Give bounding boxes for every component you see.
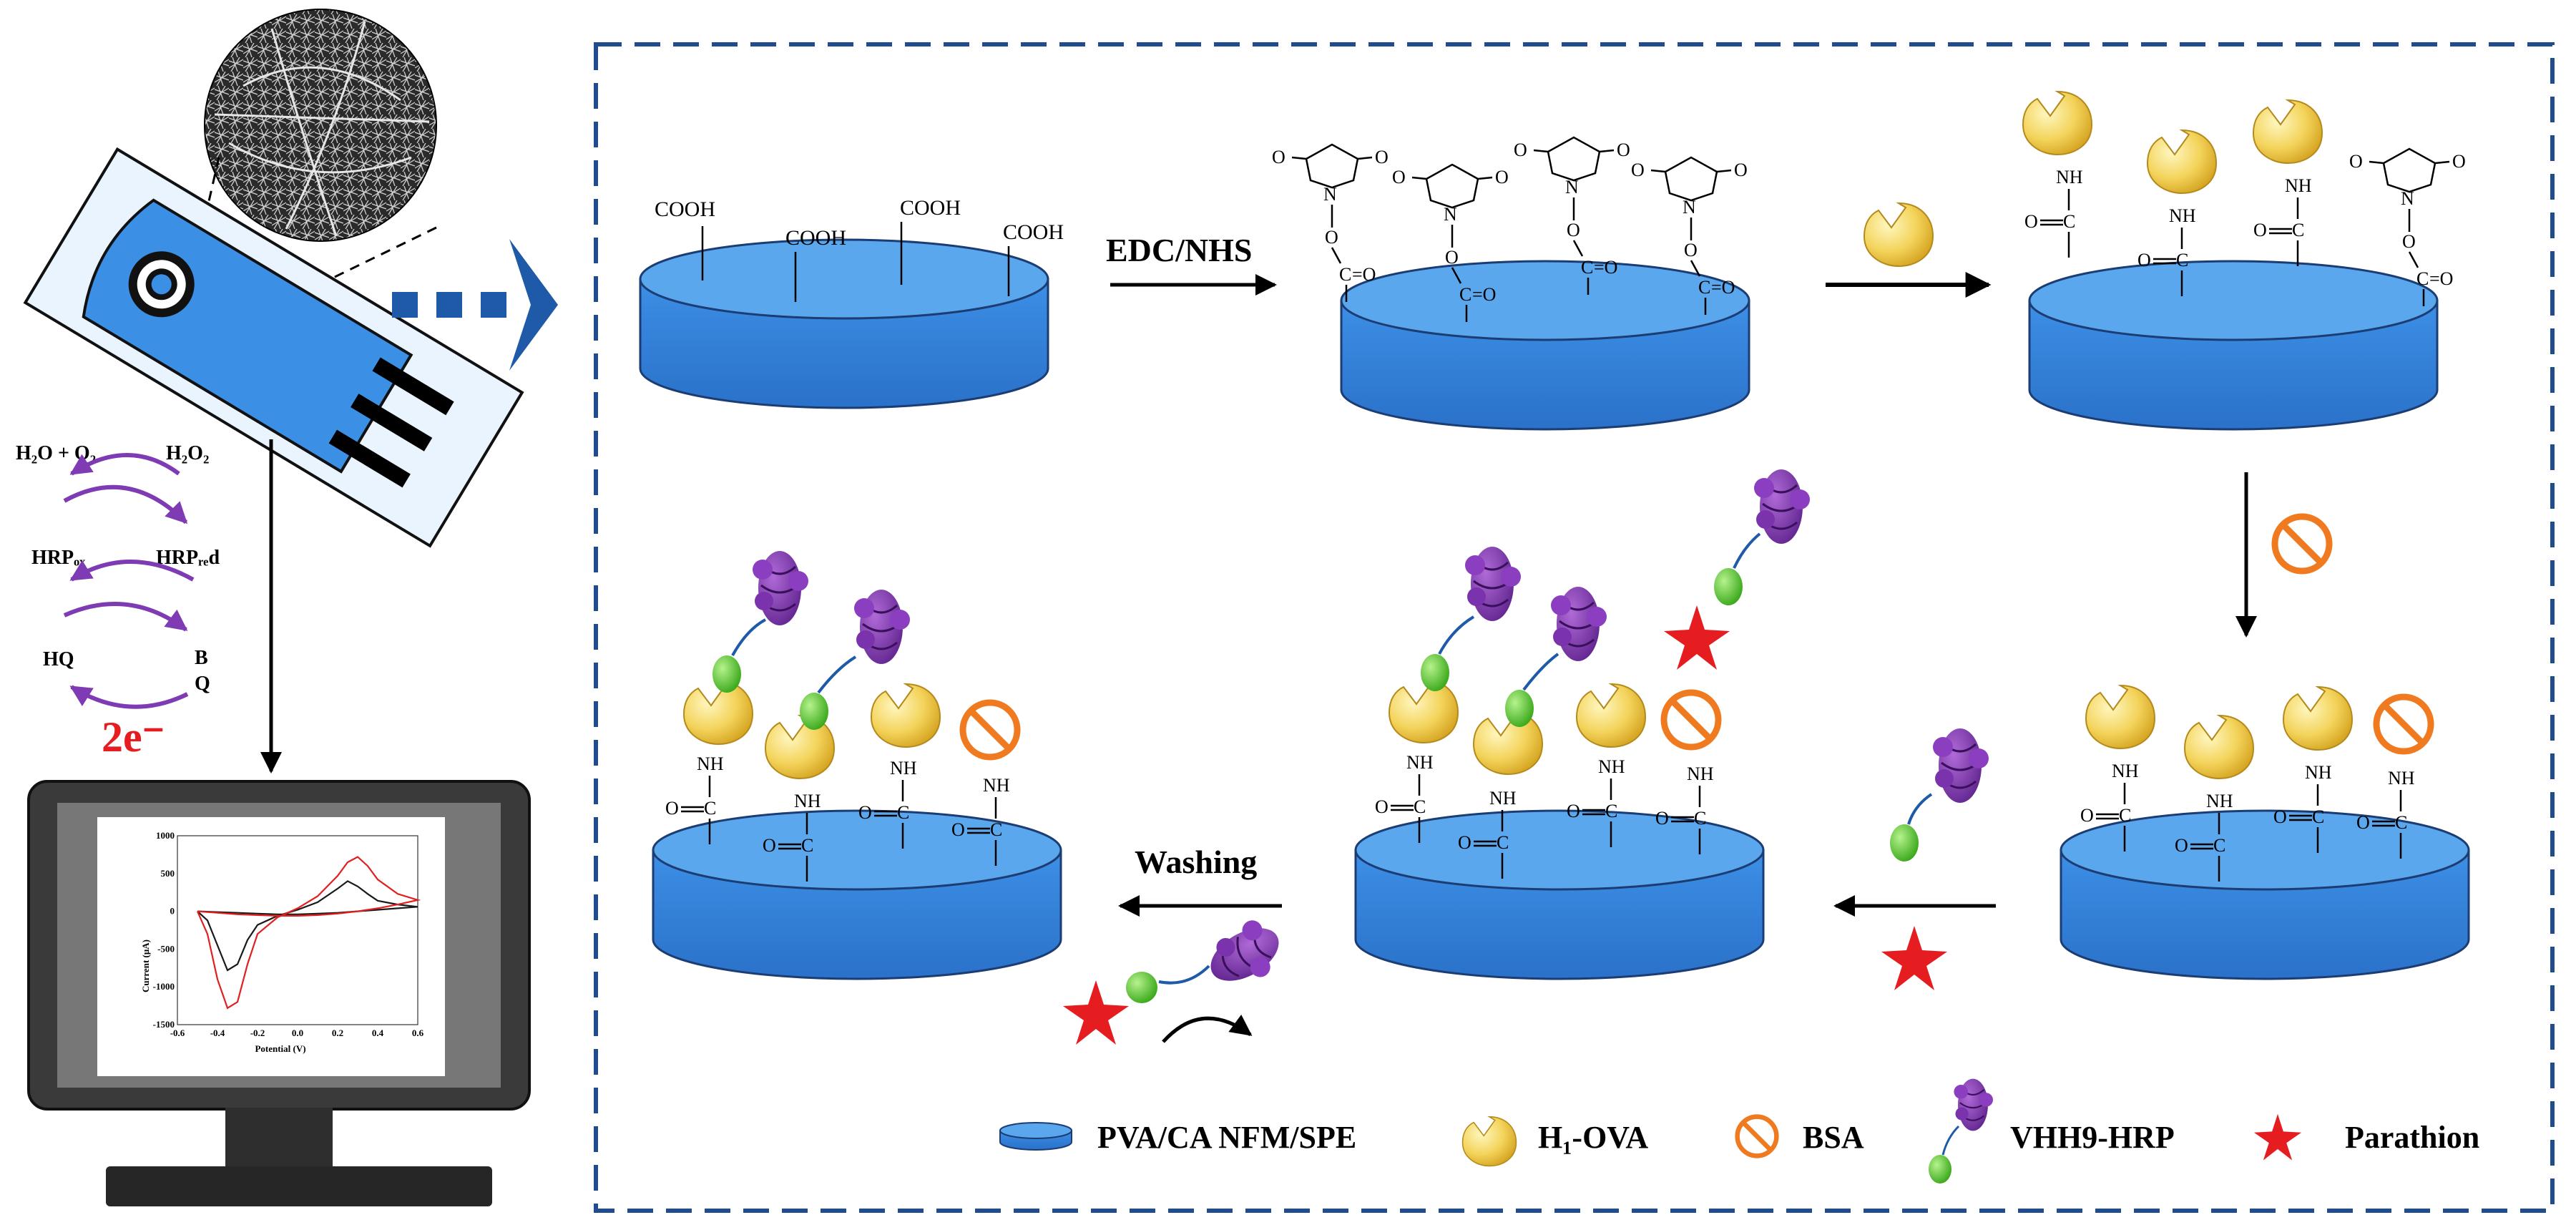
nanobody-hrp-icon — [1953, 1078, 1994, 1132]
process-frame — [594, 42, 2555, 1213]
cv-series-line-0 — [197, 880, 418, 972]
cv-y-tick-label: 500 — [161, 868, 175, 879]
legend-label: BSA — [1803, 1120, 1864, 1155]
cv-x-tick-label: 0.2 — [332, 1028, 343, 1038]
legend-item-vhh9-hrp: VHH9-HRP — [1929, 1078, 2175, 1183]
cv-y-tick-label: 0 — [170, 906, 175, 917]
stage-blocked-disc — [2060, 685, 2470, 980]
bsa-icon — [1738, 1117, 1777, 1156]
cv-y-ticks: 1000 500 0 -500 -1000 -1500 — [153, 830, 175, 1030]
cv-x-ticks: -0.6 -0.4 -0.2 0.0 0.2 0.4 0.6 — [170, 1028, 424, 1038]
cooh-label: COOH — [900, 196, 961, 220]
legend-item-antigen: H₁-OVA — [1461, 1116, 1648, 1167]
parathion-reagent-icon — [1881, 926, 1947, 990]
legend-label: Parathion — [2345, 1120, 2479, 1155]
q-label: Q — [195, 673, 210, 695]
cv-plot-area — [177, 835, 421, 1025]
cv-axes-box — [177, 835, 418, 1025]
cv-x-tick-label: 0.4 — [372, 1028, 384, 1038]
legend-label: H₁-OVA — [1538, 1120, 1648, 1155]
cooh-label: COOH — [1003, 220, 1064, 244]
disc-icon — [999, 1122, 1072, 1139]
washing-label: Washing — [1135, 844, 1257, 880]
legend-item-parathion: Parathion — [2253, 1113, 2479, 1161]
legend-item-disc: PVA/CA NFM/SPE — [999, 1120, 1356, 1155]
nanofiber-sem-inset — [204, 9, 437, 242]
legend-label: VHH9-HRP — [2010, 1120, 2175, 1155]
stage-nhs-ester-disc — [1270, 136, 1750, 431]
cv-x-tick-label: 0.0 — [292, 1028, 303, 1038]
h2o-o2-label: H₂O + O₂ — [16, 442, 96, 464]
parathion-star-icon — [2253, 1113, 2302, 1161]
hrp-ox-label: HRPₒₓ — [31, 547, 86, 569]
screen-printed-electrode — [23, 147, 524, 548]
cv-x-tick-label: -0.2 — [250, 1028, 265, 1038]
cv-series-line-1 — [196, 856, 421, 1010]
cv-y-tick-label: -1000 — [153, 981, 175, 992]
legend-label: PVA/CA NFM/SPE — [1097, 1120, 1356, 1155]
cv-chart: Current (μA) Potential (V) -0.6 -0.4 -0.2 0… — [140, 830, 424, 1054]
antigen-icon — [1461, 1116, 1517, 1167]
stage-final-disc — [652, 550, 1062, 980]
stage-cooh-disc: COOH COOH COOH COOH — [639, 196, 1064, 409]
b-label: B — [195, 647, 208, 669]
flow-arrow-dashed — [392, 239, 558, 371]
cv-y-tick-label: 1000 — [156, 830, 175, 841]
monitor — [27, 780, 531, 1206]
washed-off-complex — [1063, 911, 1293, 1045]
edc-nhs-label: EDC/NHS — [1106, 232, 1252, 268]
hrp-red-label: HRPᵣₑd — [156, 547, 220, 569]
stage-competition-disc — [1354, 468, 1811, 980]
cv-x-tick-label: 0.6 — [412, 1028, 424, 1038]
cv-xlabel: Potential (V) — [255, 1043, 305, 1054]
electron-label: 2e⁻ — [102, 713, 165, 761]
vhh9-hrp-reagent-icon — [1890, 727, 1990, 862]
cv-ylabel: Current (μA) — [140, 940, 151, 992]
hq-label: HQ — [43, 648, 74, 670]
cooh-label: COOH — [655, 197, 715, 221]
legend-item-bsa: BSA — [1738, 1117, 1864, 1156]
legend: PVA/CA NFM/SPE H₁-OVA BSA VHH9-HRP Parat… — [999, 1078, 2479, 1183]
h2o2-label: H₂O₂ — [166, 442, 209, 464]
stage-antigen-disc — [2022, 91, 2467, 431]
cv-x-tick-label: -0.4 — [210, 1028, 225, 1038]
antigen-reagent-icon — [1864, 202, 1934, 267]
cooh-label: COOH — [785, 226, 846, 250]
bsa-reagent-icon — [2275, 517, 2329, 571]
cv-x-tick-label: -0.6 — [170, 1028, 185, 1038]
cv-y-tick-label: -1500 — [153, 1019, 175, 1030]
electrochemical-cycle: H₂O + O₂ H₂O₂ HRPₒₓ HRPᵣₑd HQ B Q 2e⁻ — [16, 442, 220, 761]
cv-y-tick-label: -500 — [157, 943, 175, 954]
